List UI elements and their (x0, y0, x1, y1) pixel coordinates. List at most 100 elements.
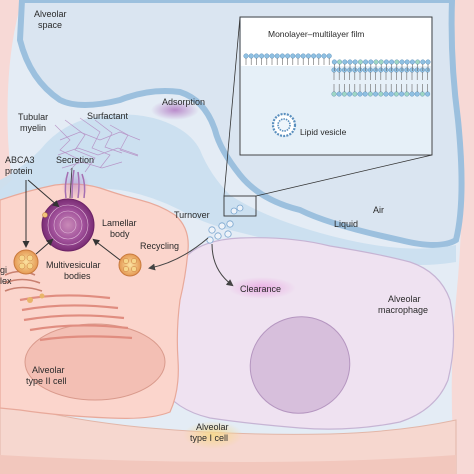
lipid-head (409, 59, 415, 65)
lipid-head (409, 67, 415, 73)
lipid-head (383, 91, 389, 97)
label-secretion: Secretion (56, 155, 94, 165)
label-lamellar-body-line1: Lamellar (102, 218, 137, 228)
lipid-head (274, 53, 280, 59)
lipid-head (347, 67, 353, 73)
small-vesicle (27, 297, 33, 303)
inset-air (241, 18, 431, 66)
label-type2-cell-line2: type II cell (26, 376, 67, 386)
clearance-highlight (228, 277, 296, 299)
lipid-head (295, 53, 301, 59)
lipid-head (404, 91, 410, 97)
small-vesicle (39, 293, 45, 299)
lipid-head (347, 59, 353, 65)
lipid-head (253, 53, 259, 59)
type2-nucleus (24, 323, 166, 401)
lipid-head (425, 91, 431, 97)
label-alveolar-macrophage-line2: macrophage (378, 305, 428, 315)
clearance-arrow (211, 243, 234, 287)
lipid-head (368, 59, 374, 65)
lipid-head (269, 53, 275, 59)
lipid-head (248, 53, 254, 59)
golgi-stack (19, 294, 133, 342)
macrophage-nucleus (249, 316, 351, 414)
inset-panel (239, 16, 433, 156)
adsorption-highlight (151, 100, 199, 120)
lipid-head (419, 67, 425, 73)
lipid-head (414, 67, 420, 73)
lipid-head (279, 53, 285, 59)
lipid-head (367, 91, 373, 97)
lipid-head (337, 59, 343, 65)
multivesicular-body-right (118, 253, 142, 277)
lipid-head (264, 53, 270, 59)
mvb-right-vesicles (123, 258, 137, 272)
lipid-head (347, 91, 353, 97)
lipid-head (399, 59, 405, 65)
lipid-head (388, 91, 394, 97)
lipid-head (393, 67, 399, 73)
label-alveolar-space-line2: space (38, 20, 62, 30)
lipid-head (331, 59, 337, 65)
lipid-head (305, 53, 311, 59)
lipid-head (378, 67, 384, 73)
lipid-head (363, 59, 369, 65)
inset-label-monolayer: Monolayer–multilayer film (268, 29, 364, 39)
lipid-head (341, 67, 347, 73)
lipid-head (425, 59, 431, 65)
lipid-head (409, 91, 415, 97)
lipid-head (300, 53, 306, 59)
lamellar-body (41, 198, 95, 252)
label-turnover: Turnover (174, 210, 210, 220)
lipid-head (362, 91, 368, 97)
capillary-left-edge (0, 0, 22, 190)
lipid-head (414, 91, 420, 97)
lipid-head (394, 59, 400, 65)
lipid-head (383, 59, 389, 65)
label-liquid: Liquid (334, 219, 358, 229)
label-alveolar-macrophage-line1: Alveolar (388, 294, 421, 304)
lipid-head (336, 91, 342, 97)
monolayer-tails (245, 58, 429, 92)
lipid-head (425, 67, 431, 73)
label-multivesicular-line2: bodies (64, 271, 91, 281)
abca3-protein-dot (42, 212, 48, 218)
lipid-head (399, 91, 405, 97)
lipid-head (378, 91, 384, 97)
label-type1-cell-line1: Alveolar (196, 422, 229, 432)
lipid-head (373, 67, 379, 73)
lipid-head (404, 59, 410, 65)
lipid-head (352, 59, 358, 65)
label-multivesicular-line1: Multivesicular (46, 260, 101, 270)
lipid-head (388, 67, 394, 73)
lipid-head (311, 53, 317, 59)
lipid-head (383, 67, 389, 73)
multivesicular-body-left (13, 249, 39, 275)
label-type1-cell-line2: type I cell (190, 433, 228, 443)
label-surfactant: Surfactant (87, 111, 129, 121)
lipid-head (331, 67, 337, 73)
recycling-arrow (92, 238, 121, 261)
mvb-to-lamellar-arrow (35, 238, 54, 255)
label-abca3-line2: protein (5, 166, 33, 176)
lipid-head (393, 91, 399, 97)
lipid-head (316, 53, 322, 59)
label-abca3-line1: ABCA3 (5, 155, 35, 165)
lipid-head (378, 59, 384, 65)
label-alveolar-space-line1: Alveolar (34, 9, 67, 19)
label-air: Air (373, 205, 384, 215)
label-golgi-line1: gi (0, 265, 7, 275)
lamellar-body-rings (47, 204, 89, 246)
mvb-left-vesicles (18, 254, 34, 270)
turnover-vesicles (206, 204, 244, 244)
secretion-leader (69, 167, 73, 199)
lipid-head (404, 67, 410, 73)
inset-label-lipid-vesicle: Lipid vesicle (300, 127, 347, 137)
recycling-path (148, 237, 209, 271)
lipid-head (357, 91, 363, 97)
zoom-line-right (255, 154, 433, 197)
lipid-head (415, 59, 421, 65)
zoom-source-box (223, 195, 257, 217)
lipid-head (285, 53, 291, 59)
